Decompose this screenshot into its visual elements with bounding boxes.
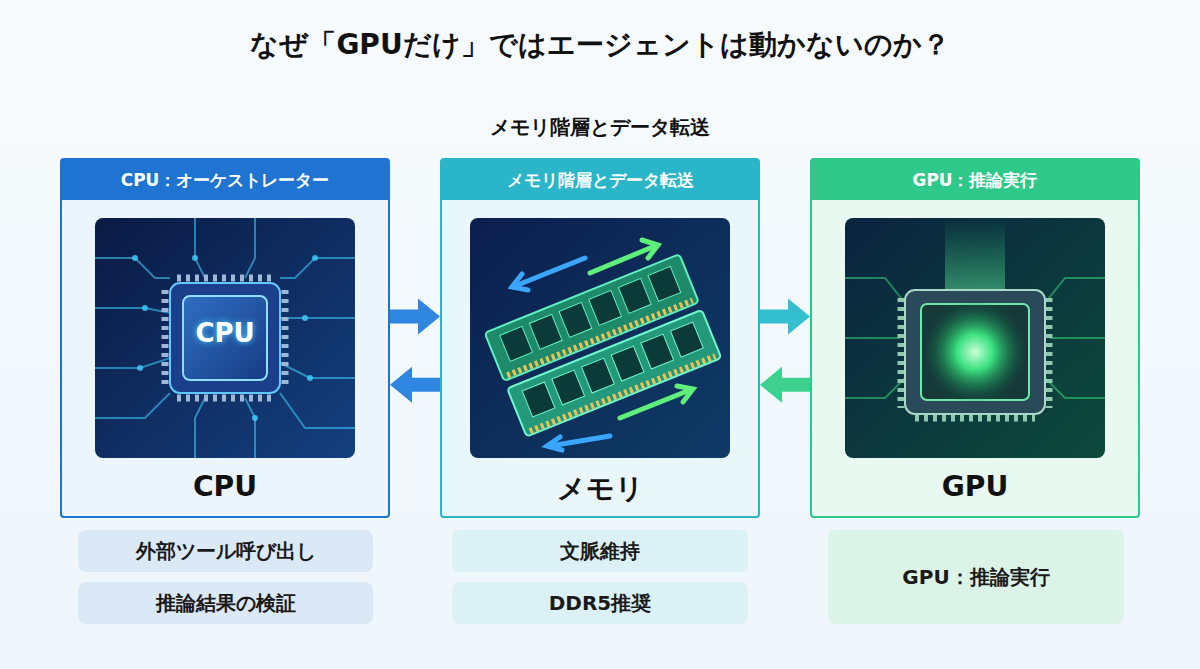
panel-title: CPU bbox=[62, 470, 388, 503]
component-panel: CPU：オーケストレーター CPU CPU bbox=[60, 158, 390, 518]
feature-pill: 文脈維持 bbox=[452, 530, 748, 572]
pill-text: GPU：推論実行 bbox=[902, 564, 1049, 591]
feature-pill: 外部ツール呼び出し bbox=[78, 530, 373, 572]
memory-illustration bbox=[470, 218, 730, 458]
transfer-arrow bbox=[390, 298, 440, 334]
transfer-arrow bbox=[390, 367, 440, 403]
panel-title: GPU bbox=[812, 470, 1138, 503]
diagram-title: なぜ「GPUだけ」ではエージェントは動かないのか？ bbox=[0, 26, 1200, 64]
component-panel: GPU：推論実行 GPU bbox=[810, 158, 1140, 518]
pill-text: 推論結果の検証 bbox=[156, 590, 296, 617]
pill-text: DDR5推奨 bbox=[549, 590, 652, 617]
panel-header: メモリ階層とデータ転送 bbox=[442, 160, 758, 200]
feature-pill: GPU：推論実行 bbox=[828, 530, 1124, 624]
gpu-illustration bbox=[845, 218, 1105, 458]
component-panel: メモリ階層とデータ転送メモリ bbox=[440, 158, 760, 518]
pill-text: 外部ツール呼び出し bbox=[136, 538, 316, 565]
panel-header: CPU：オーケストレーター bbox=[62, 160, 388, 200]
pill-text: 文脈維持 bbox=[560, 538, 640, 565]
panel-title: メモリ bbox=[442, 470, 758, 508]
transfer-arrow bbox=[760, 298, 810, 334]
panel-header: GPU：推論実行 bbox=[812, 160, 1138, 200]
section-label: メモリ階層とデータ転送 bbox=[0, 114, 1200, 141]
feature-pill: DDR5推奨 bbox=[452, 582, 748, 624]
chip-label: CPU bbox=[95, 318, 355, 348]
feature-pill: 推論結果の検証 bbox=[78, 582, 373, 624]
transfer-arrow bbox=[760, 367, 810, 403]
